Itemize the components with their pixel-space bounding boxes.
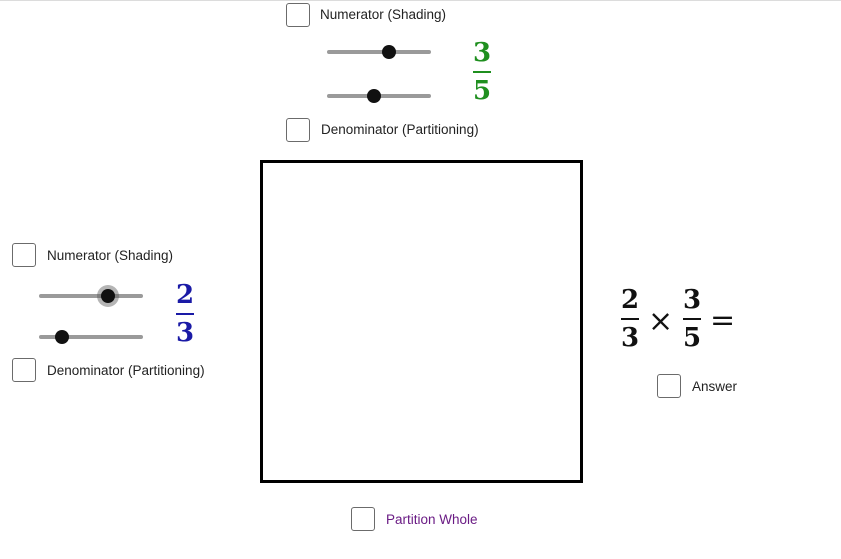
slider-knob[interactable] <box>100 289 115 303</box>
left-fraction: 2 3 <box>170 282 200 346</box>
left-denominator-checkbox[interactable] <box>12 358 36 382</box>
equation-left-numerator: 2 <box>620 285 640 315</box>
answer-checkbox[interactable] <box>657 374 681 398</box>
whole-square <box>260 160 583 483</box>
equals-symbol: = <box>710 303 736 338</box>
slider-knob[interactable] <box>54 330 69 344</box>
equation-right-fraction: 3 5 <box>677 287 707 351</box>
left-denominator-slider[interactable] <box>39 327 143 347</box>
top-divider <box>0 0 841 1</box>
top-numerator-label: Numerator (Shading) <box>320 7 447 22</box>
slider-track <box>327 50 431 54</box>
top-denominator-label: Denominator (Partitioning) <box>321 122 479 137</box>
slider-track <box>39 294 143 298</box>
left-numerator-label: Numerator (Shading) <box>47 248 174 263</box>
left-fraction-denominator: 3 <box>175 317 195 348</box>
slider-knob[interactable] <box>382 45 397 59</box>
left-fraction-numerator: 2 <box>175 280 195 310</box>
top-fraction-denominator: 5 <box>472 75 492 106</box>
slider-track <box>39 335 143 339</box>
top-fraction-numerator: 3 <box>472 38 492 68</box>
answer-label: Answer <box>692 379 738 394</box>
left-numerator-slider[interactable] <box>39 285 143 307</box>
top-numerator-slider[interactable] <box>327 42 431 62</box>
top-denominator-slider[interactable] <box>327 86 431 106</box>
partition-whole-label: Partition Whole <box>386 512 478 527</box>
fraction-bar <box>621 318 639 320</box>
top-denominator-checkbox[interactable] <box>286 118 310 142</box>
top-fraction: 3 5 <box>467 40 497 104</box>
slider-knob[interactable] <box>366 89 381 103</box>
equation-right-numerator: 3 <box>682 285 702 315</box>
equation-left-fraction: 2 3 <box>615 287 645 351</box>
fraction-bar <box>683 318 701 320</box>
times-symbol: × <box>648 304 674 339</box>
fraction-bar <box>176 313 194 315</box>
left-denominator-label: Denominator (Partitioning) <box>47 363 205 378</box>
left-numerator-checkbox[interactable] <box>12 243 36 267</box>
top-numerator-checkbox[interactable] <box>286 3 310 27</box>
equation-left-denominator: 3 <box>620 322 640 353</box>
equation-right-denominator: 5 <box>682 322 702 353</box>
fraction-bar <box>473 71 491 73</box>
partition-whole-checkbox[interactable] <box>351 507 375 531</box>
